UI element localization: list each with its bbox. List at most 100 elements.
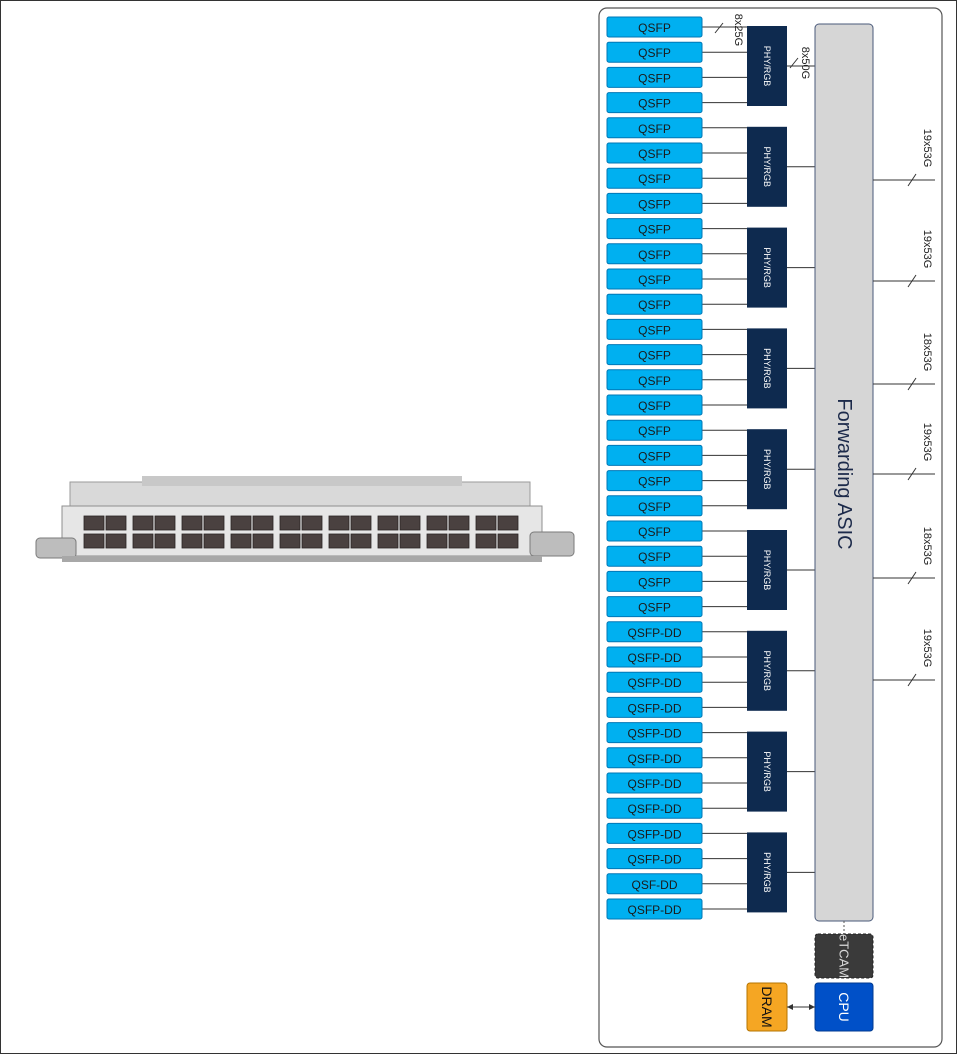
port-2[interactable]: QSFP (606, 41, 703, 63)
card-port-cage (328, 533, 350, 549)
phy-block-4[interactable]: PHY/RGB (747, 328, 787, 409)
port-5[interactable]: QSFP (606, 117, 703, 139)
port-label: QSFP (638, 475, 671, 489)
etcam[interactable]: eTCAM (814, 933, 874, 979)
phy-block-1[interactable]: PHY/RGB (747, 26, 787, 106)
phy-block-2[interactable]: PHY/RGB (747, 126, 787, 207)
port-1[interactable]: QSFP (606, 16, 703, 38)
port-box (606, 243, 703, 265)
port-29[interactable]: QSFP-DD (606, 722, 703, 744)
link-lines (702, 26, 815, 910)
card-port-cage (181, 515, 203, 531)
port-box (606, 218, 703, 240)
port-25[interactable]: QSFP-DD (606, 621, 703, 643)
forwarding-asic[interactable]: Forwarding ASIC (814, 23, 874, 922)
port-26[interactable]: QSFP-DD (606, 646, 703, 668)
fabric-link-slash (907, 274, 917, 288)
port-label: QSFP (638, 97, 671, 111)
port-label: QSFP-DD (628, 727, 682, 741)
card-port-cage (426, 533, 448, 549)
card-port-cage (83, 515, 105, 531)
port-13[interactable]: QSFP (606, 318, 703, 340)
port-box (606, 495, 703, 517)
card-port-cage (252, 515, 274, 531)
port-36[interactable]: QSFP-DD (606, 898, 703, 920)
card-port-cage (377, 515, 399, 531)
port-34[interactable]: QSFP-DD (606, 848, 703, 870)
port-label: QSFP-DD (628, 827, 682, 841)
port-19[interactable]: QSFP (606, 470, 703, 492)
phy-label: PHY/RGB (762, 46, 772, 87)
phy-box (747, 832, 787, 913)
port-17[interactable]: QSFP (606, 419, 703, 441)
card-port-cage (279, 533, 301, 549)
port-4[interactable]: QSFP (606, 92, 703, 114)
port-box (606, 696, 703, 718)
phy-label: PHY/RGB (762, 147, 772, 188)
port-32[interactable]: QSFP-DD (606, 797, 703, 819)
port-21[interactable]: QSFP (606, 520, 703, 542)
port-label: QSFP (638, 147, 671, 161)
port-box (606, 293, 703, 315)
phy-block-6[interactable]: PHY/RGB (747, 530, 787, 610)
port-24[interactable]: QSFP (606, 596, 703, 618)
port-box (606, 344, 703, 366)
port-9[interactable]: QSFP (606, 218, 703, 240)
fabric-link-slash (907, 571, 917, 585)
port-27[interactable]: QSFP-DD (606, 671, 703, 693)
phy-label: PHY/RGB (762, 247, 772, 288)
port-14[interactable]: QSFP (606, 344, 703, 366)
port-3[interactable]: QSFP (606, 66, 703, 88)
phy-block-3[interactable]: PHY/RGB (747, 227, 787, 308)
port-box (606, 596, 703, 618)
fabric-link-slash (907, 173, 917, 187)
port-23[interactable]: QSFP (606, 570, 703, 592)
port-box (606, 318, 703, 340)
phy-box (747, 731, 787, 812)
fabric-link-label: 19x53G (921, 129, 933, 168)
port-7[interactable]: QSFP (606, 167, 703, 189)
dram-cpu-arrow-right (809, 1004, 815, 1010)
port-30[interactable]: QSFP-DD (606, 747, 703, 769)
phy-block-9[interactable]: PHY/RGB (747, 832, 787, 913)
cpu-label: CPU (836, 992, 852, 1022)
port-12[interactable]: QSFP (606, 293, 703, 315)
phy-block-5[interactable]: PHY/RGB (747, 429, 787, 510)
port-33[interactable]: QSFP-DD (606, 822, 703, 844)
card-port-cage (448, 515, 470, 531)
port-label: QSFP-DD (628, 903, 682, 917)
card-port-cage (132, 515, 154, 531)
port-label: QSFP-DD (628, 752, 682, 766)
fabric-link-slash (907, 377, 917, 391)
port-11[interactable]: QSFP (606, 268, 703, 290)
port-10[interactable]: QSFP (606, 243, 703, 265)
port-31[interactable]: QSFP-DD (606, 772, 703, 794)
dram[interactable]: DRAM (746, 982, 788, 1032)
port-box (606, 822, 703, 844)
port-link-label: 8x25G (732, 14, 744, 46)
port-18[interactable]: QSFP (606, 444, 703, 466)
card-left-handle (35, 537, 77, 559)
port-label: QSFP-DD (628, 701, 682, 715)
port-15[interactable]: QSFP (606, 369, 703, 391)
card-bottom-rail (62, 556, 542, 562)
port-label: QSFP (638, 223, 671, 237)
port-box (606, 41, 703, 63)
port-28[interactable]: QSFP-DD (606, 696, 703, 718)
port-box (606, 520, 703, 542)
port-8[interactable]: QSFP (606, 192, 703, 214)
cpu[interactable]: CPU (814, 982, 874, 1032)
phy-block-7[interactable]: PHY/RGB (747, 630, 787, 711)
port-22[interactable]: QSFP (606, 545, 703, 567)
port-label: QSFP-DD (628, 853, 682, 867)
phy-block-8[interactable]: PHY/RGB (747, 731, 787, 812)
port-35[interactable]: QSF-DD (606, 873, 703, 895)
port-20[interactable]: QSFP (606, 495, 703, 517)
port-16[interactable]: QSFP (606, 394, 703, 416)
fabric-link-1: 19x53G (873, 129, 935, 187)
port-box (606, 394, 703, 416)
card-port-cage (279, 515, 301, 531)
port-6[interactable]: QSFP (606, 142, 703, 164)
